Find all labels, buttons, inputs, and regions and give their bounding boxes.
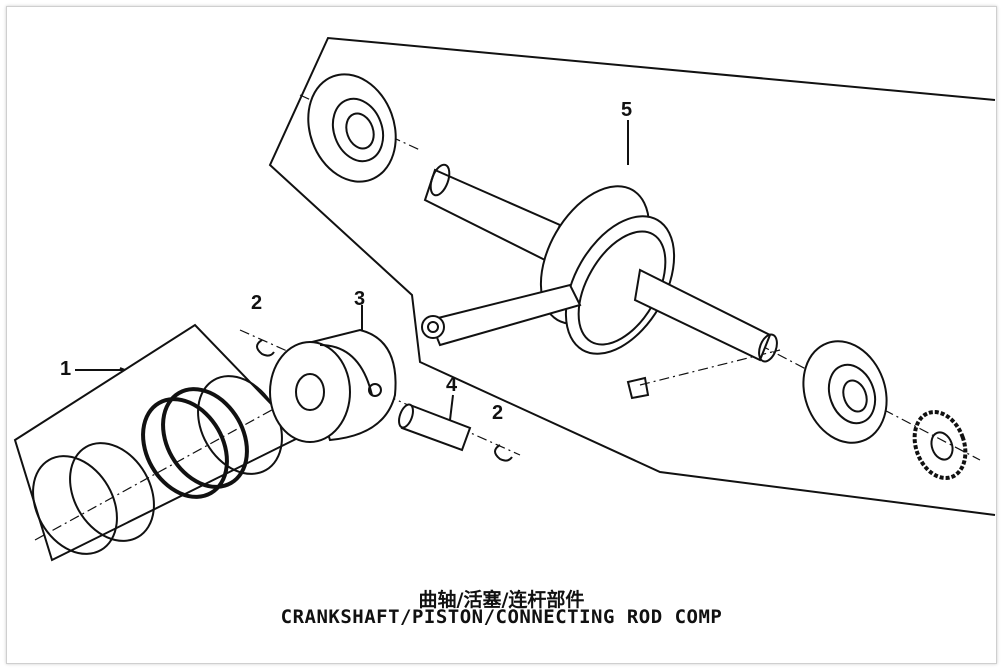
crankshaft-group-outline [268, 36, 996, 516]
callout-1: 1 [60, 358, 72, 380]
piston-pin-clip-right [494, 444, 513, 462]
crankshaft [421, 163, 778, 400]
callout-2-clip-left: 2 [251, 292, 263, 314]
piston-rings [32, 375, 283, 555]
diagram-title-english: CRANKSHAFT/PISTON/CONNECTING ROD COMP [280, 606, 723, 628]
callout-2-clip-right: 2 [492, 402, 504, 424]
callout-5: 5 [621, 99, 633, 121]
diagram-frame [6, 6, 997, 664]
diagram-title-chinese: 曲轴/活塞/连杆部件 [418, 589, 585, 611]
rings-group-outline [13, 323, 304, 562]
leader-1b [119, 367, 126, 371]
piston-pin-clip-left [256, 339, 275, 357]
timing-sprocket [912, 410, 968, 480]
callout-3: 3 [354, 288, 366, 310]
piston [269, 328, 397, 443]
bearing-left [307, 73, 397, 183]
bearing-right [802, 340, 888, 444]
leader-4 [449, 394, 454, 421]
callout-4: 4 [446, 374, 458, 396]
piston-pin [398, 403, 472, 452]
